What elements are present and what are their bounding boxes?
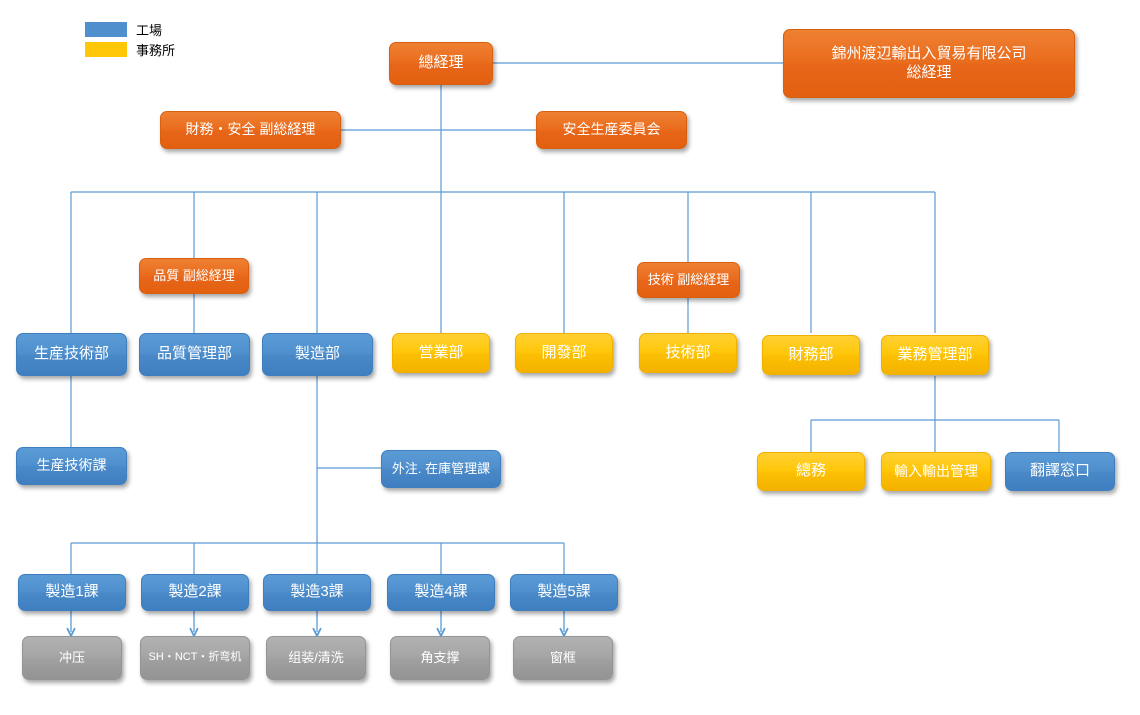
node-dept-development[interactable]: 開發部 (515, 333, 613, 373)
node-mfg-section-4[interactable]: 製造4課 (387, 574, 495, 611)
node-dept-finance[interactable]: 財務部 (762, 335, 860, 375)
node-process-sh-nct-bending[interactable]: SH・NCT・折弯机 (140, 636, 250, 680)
legend-swatch-factory (85, 21, 127, 37)
node-sec-production-tech[interactable]: 生産技術課 (16, 447, 127, 485)
node-mfg-section-5[interactable]: 製造5課 (510, 574, 618, 611)
node-quality-deputy[interactable]: 品質 副総経理 (139, 258, 249, 294)
node-safety-production-committee[interactable]: 安全生産委員会 (536, 111, 687, 149)
node-dept-manufacturing[interactable]: 製造部 (262, 333, 373, 376)
legend: 工場 事務所 (85, 20, 175, 60)
legend-label-office: 事務所 (136, 42, 176, 58)
node-general-manager[interactable]: 總経理 (389, 42, 493, 85)
node-process-stamping[interactable]: 冲压 (22, 636, 122, 680)
node-mfg-section-2[interactable]: 製造2課 (141, 574, 249, 611)
trading-company-line1: 錦州渡辺輸出入貿易有限公司 (831, 44, 1027, 62)
node-process-corner-support[interactable]: 角支撑 (390, 636, 490, 680)
node-sec-import-export[interactable]: 輸入輸出管理 (881, 452, 991, 491)
node-mfg-section-3[interactable]: 製造3課 (263, 574, 371, 611)
legend-swatch-office (85, 41, 127, 57)
node-process-window-frame[interactable]: 窗框 (513, 636, 613, 680)
node-tech-deputy[interactable]: 技術 副総経理 (637, 262, 740, 298)
node-process-assembly-cleaning[interactable]: 组装/清洗 (266, 636, 366, 680)
node-mfg-section-1[interactable]: 製造1課 (18, 574, 126, 611)
node-dept-technology[interactable]: 技術部 (639, 333, 737, 373)
node-dept-production-tech[interactable]: 生産技術部 (16, 333, 127, 376)
node-trading-company[interactable]: 錦州渡辺輸出入貿易有限公司 総経理 (783, 29, 1075, 98)
node-dept-business-mgmt[interactable]: 業務管理部 (881, 335, 989, 375)
node-sec-outsourcing-inventory[interactable]: 外注. 在庫管理課 (381, 450, 501, 488)
legend-label-factory: 工場 (136, 22, 163, 38)
node-sec-translation[interactable]: 翻譯窓口 (1005, 452, 1115, 491)
trading-company-line2: 総経理 (906, 63, 952, 81)
node-dept-sales[interactable]: 営業部 (392, 333, 490, 373)
node-sec-general-affairs[interactable]: 總務 (757, 452, 865, 491)
legend-item-office: 事務所 (85, 40, 175, 58)
node-dept-quality-mgmt[interactable]: 品質管理部 (139, 333, 250, 376)
legend-item-factory: 工場 (85, 20, 175, 38)
node-finance-safety-deputy[interactable]: 財務・安全 副総経理 (160, 111, 341, 149)
